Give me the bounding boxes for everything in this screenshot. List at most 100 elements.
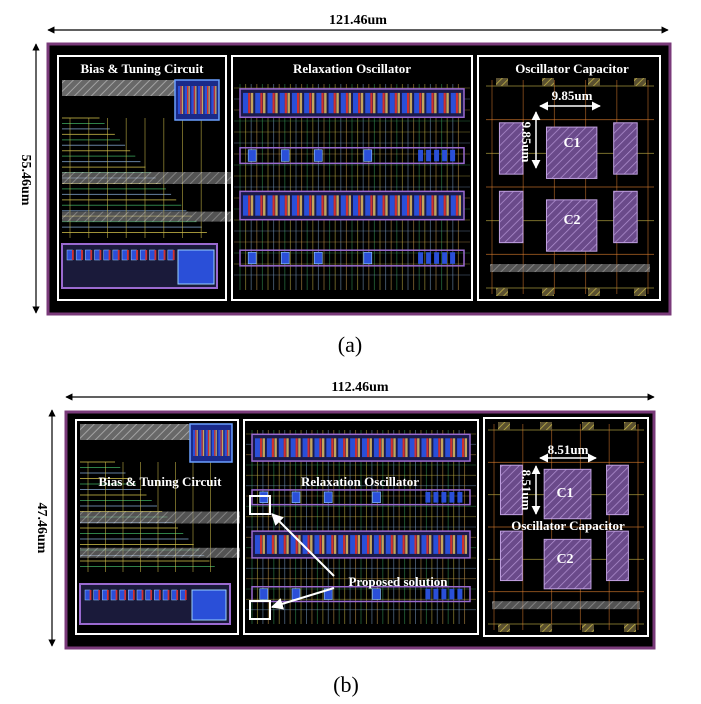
transistor-finger [154,250,157,260]
transistor-finger [409,438,415,458]
transistor-finger [291,195,298,216]
transistor-finger [272,195,275,216]
transistor-finger [150,590,153,600]
transistor-finger [397,438,403,458]
transistor-finger [324,92,327,114]
transistor-finger [136,250,138,260]
dummy-capacitor [499,464,523,516]
transistor-finger [405,535,408,554]
transistor-finger [333,438,337,458]
cap-width-label-a: 9.85um [552,88,593,103]
transistor-finger [385,535,391,554]
transistor-finger [360,92,364,114]
via-pad [588,288,600,296]
contact-pad [434,149,440,162]
transistor-finger [204,86,208,114]
annotation-arrow-top [271,513,335,577]
transistor-finger [158,590,161,600]
transistor-finger [207,430,209,456]
transistor-finger [145,250,148,260]
transistor-finger [333,92,336,114]
via-pad [624,624,636,632]
contact-pad [372,588,381,600]
transistor-finger [429,438,432,458]
transistor-finger [362,535,367,554]
transistor-finger [199,430,202,456]
panel-b: 112.46um 47.46um Bias & Tuning Circuit R… [34,380,656,697]
cap-height-label-a: 9.85um [519,122,534,163]
transistor-finger [307,438,310,458]
transistor-finger [141,590,144,600]
transistor-finger [417,438,420,458]
transistor-finger [243,92,249,114]
height-label-a: 55.46um [18,155,33,206]
capacitor-c2 [545,199,598,252]
cap-height-label-b: 8.51um [519,470,534,511]
transistor-finger [201,430,203,456]
contact-pad [442,149,448,162]
transistor-finger [184,590,187,600]
transistor-finger [167,249,174,261]
transistor-finger [71,250,74,260]
transistor-finger [407,92,410,114]
transistor-finger [340,92,346,114]
transistor-finger [220,430,222,456]
transistor-finger [193,86,195,114]
contact-pad [457,491,463,503]
transistor-finger [278,535,284,554]
transistor-finger [145,589,152,601]
transistor-finger [434,92,437,114]
transistor-finger [307,535,310,554]
transistor-finger [316,92,322,114]
transistor-finger [426,195,432,216]
transistor-finger [438,438,441,458]
transistor-finger [401,92,408,114]
via-pad [634,288,646,296]
transistor-finger [299,195,303,216]
transistor-finger [353,92,359,114]
transistor-finger [124,590,127,600]
transistor-finger [440,535,444,554]
transistor-finger [328,195,334,216]
contact-pad [450,149,456,162]
transistor-finger [324,195,327,216]
contact-pad [280,149,290,162]
transistor-finger [266,535,272,554]
transistor-finger [421,92,425,114]
transistor-finger [202,430,205,456]
transistor-finger [316,195,322,216]
transistor-finger [90,250,93,260]
transistor-finger [171,589,178,601]
transistor-finger [262,535,265,554]
transistor-finger [429,535,432,554]
transistor-finger [452,535,456,554]
transistor-finger [126,250,129,260]
transistor-finger [402,438,405,458]
transistor-block [177,249,215,285]
capacitor-block-a: Oscillator Capacitor 9.85um 9.85um C1 C2 [477,55,661,301]
c1-label-a: C1 [563,136,580,151]
transistor-finger [99,250,102,260]
transistor-finger [304,195,310,216]
transistor-finger [402,535,405,554]
transistor-finger [297,92,300,114]
transistor-finger [66,249,73,261]
transistor-finger [198,86,201,114]
transistor-finger [433,535,439,554]
transistor-finger [434,195,437,216]
transistor-finger [426,535,429,554]
transistor-finger [445,438,451,458]
capacitor-c1 [545,126,598,179]
transistor-finger [438,195,444,216]
transistor-finger [154,589,160,601]
via-pad [496,78,508,86]
contact-pad [363,149,373,162]
transistor-finger [382,195,385,216]
oscillator-label-a: Relaxation Oscillator [293,61,411,76]
transistor-finger [98,590,101,600]
transistor-finger [215,430,217,456]
transistor-block [191,589,227,621]
transistor-finger [440,438,444,458]
width-label-b: 112.46um [331,380,389,395]
contact-pad [425,588,431,600]
